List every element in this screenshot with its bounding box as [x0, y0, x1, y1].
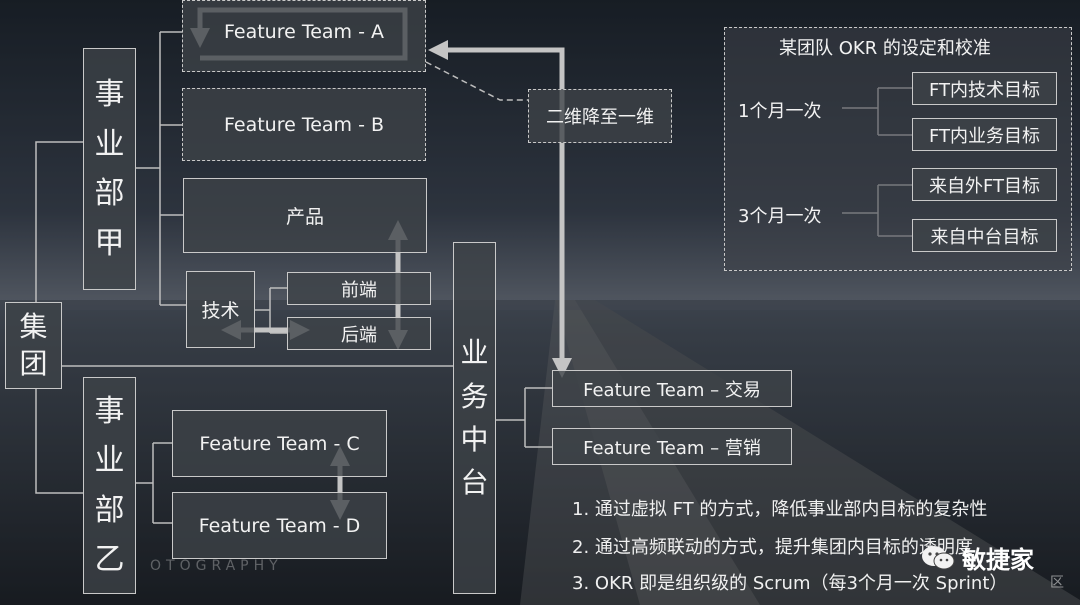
middle-office-box: 业务中台: [453, 242, 496, 594]
frontend-box: 前端: [287, 272, 431, 305]
mid-char: 台: [460, 466, 489, 500]
okr-item-ft-tech-label: FT内技术目标: [928, 79, 1041, 101]
group-label: 集团: [19, 309, 47, 382]
dim-reduce-label: 二维降至一维: [546, 107, 654, 128]
feature-team-a: Feature Team - A: [182, 0, 426, 72]
dim-reduce-link: [425, 61, 528, 101]
bub-char: 部: [94, 492, 125, 528]
mid-char: 中: [460, 423, 489, 456]
group-link-a: [35, 141, 83, 303]
okr-item-middle-office: 来自中台目标: [912, 219, 1057, 252]
backend-box: 后端: [287, 317, 431, 350]
watermark-brand: 敏捷家: [920, 540, 1034, 575]
okr-item-external-ft: 来自外FT目标: [912, 168, 1057, 201]
bu-a-label: 事业部甲: [95, 70, 125, 268]
bua-char: 业: [94, 126, 125, 162]
note-3: 3. OKR 即是组织级的 Scrum（每3个月一次 Sprint）: [572, 573, 1008, 594]
okr-monthly-label: 1个月一次: [738, 101, 822, 122]
bub-char: 乙: [94, 542, 125, 577]
feature-team-trade-label: Feature Team – 交易: [583, 379, 761, 401]
feature-team-trade: Feature Team – 交易: [552, 370, 792, 407]
tech-label: 技术: [201, 300, 240, 322]
okr-item-middle-office-label: 来自中台目标: [930, 226, 1039, 248]
bu-b-label: 事业部乙: [95, 387, 125, 585]
feature-team-c: Feature Team - C: [172, 410, 387, 477]
feature-team-b-label: Feature Team - B: [223, 113, 385, 136]
bu-a-box: 事业部甲: [83, 48, 136, 290]
product-label: 产品: [285, 206, 324, 228]
watermark-suffix: 区: [1050, 575, 1064, 591]
group-box: 集团: [5, 302, 62, 389]
product-box: 产品: [183, 178, 427, 253]
watermark-photo: OTOGRAPHY: [150, 558, 283, 574]
bua-char: 事: [94, 77, 125, 112]
feature-team-d-label: Feature Team - D: [198, 514, 361, 537]
okr-item-ft-tech: FT内技术目标: [912, 72, 1057, 105]
group-label-char: 团: [19, 346, 48, 380]
dim-reduce-box: 二维降至一维: [528, 89, 672, 143]
okr-item-external-ft-label: 来自外FT目标: [928, 175, 1041, 197]
group-label-char: 集: [19, 310, 48, 344]
bub-char: 业: [94, 443, 125, 478]
bua-char: 甲: [94, 225, 125, 261]
note-1: 1. 通过虚拟 FT 的方式，降低事业部内目标的复杂性: [572, 499, 988, 520]
okr-item-ft-biz-label: FT内业务目标: [928, 125, 1041, 147]
bub-char: 事: [94, 393, 125, 429]
mid-bracket: [496, 387, 552, 448]
okr-panel-title: 某团队 OKR 的设定和校准: [779, 38, 991, 59]
mid-char: 务: [460, 379, 489, 413]
mid-char: 业: [460, 336, 489, 370]
backend-label: 后端: [341, 324, 377, 346]
group-link-b: [35, 388, 83, 494]
bu-a-bracket: [136, 31, 186, 306]
bu-b-box: 事业部乙: [83, 377, 136, 594]
feature-team-d: Feature Team - D: [172, 492, 387, 559]
fta-to-trade-arrow: [428, 40, 572, 378]
feature-team-a-label: Feature Team - A: [224, 21, 384, 43]
watermark-brand-label: 敏捷家: [962, 546, 1034, 574]
frontend-label: 前端: [341, 279, 377, 301]
note-2: 2. 通过高频联动的方式，提升集团内目标的透明度: [572, 537, 973, 558]
bu-b-bracket: [136, 442, 172, 524]
wechat-icon: [922, 545, 955, 569]
middle-office-label: 业务中台: [460, 331, 488, 505]
feature-team-marketing: Feature Team – 营销: [552, 428, 792, 465]
feature-team-b: Feature Team - B: [182, 88, 426, 161]
tech-box: 技术: [186, 271, 255, 348]
okr-item-ft-biz: FT内业务目标: [912, 118, 1057, 151]
feature-team-c-label: Feature Team - C: [199, 432, 360, 455]
feature-team-marketing-label: Feature Team – 营销: [583, 437, 761, 459]
tech-bracket: [255, 287, 287, 334]
bua-char: 部: [94, 176, 125, 211]
okr-quarterly-label: 3个月一次: [738, 206, 822, 227]
